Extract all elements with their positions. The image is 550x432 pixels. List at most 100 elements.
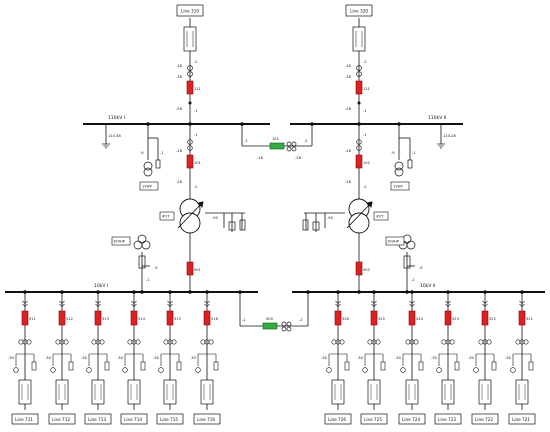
ground-switch-icon <box>362 367 368 373</box>
vt-10-right-e: -1 <box>411 278 415 282</box>
arrester-icon <box>104 361 110 371</box>
feeder-ground-label: -30 <box>357 356 364 360</box>
feeder-cable-box <box>331 379 345 405</box>
feeder-line-label: Line 725 <box>364 417 382 422</box>
vt-10-left-d: -9 <box>154 266 158 270</box>
ct-icon <box>127 339 133 345</box>
disconnect-top-icon <box>95 300 101 307</box>
breaker-501-label: 501 <box>194 268 201 272</box>
transformer-2 <box>346 198 373 234</box>
ct-icon <box>449 339 455 345</box>
t1-e1: -18 <box>176 149 183 153</box>
breaker-102 <box>355 154 363 169</box>
feeder-breaker-label: 526 <box>342 317 350 321</box>
ct-icon <box>367 339 373 345</box>
t2-neutral-gear <box>302 219 320 231</box>
vt-110-left <box>143 159 161 177</box>
feeder-breaker-label: 514 <box>138 317 146 321</box>
feeder-line-label: Line 722 <box>475 417 493 422</box>
ct-icon <box>375 339 381 345</box>
disconnect-top-icon <box>204 300 210 307</box>
t1-hv-ct <box>187 139 193 151</box>
feeder-ground-label: -30 <box>190 356 197 360</box>
ct-icon <box>371 339 377 345</box>
arrester-icon <box>176 361 182 371</box>
feeder-line-box <box>324 413 352 425</box>
ct-icon <box>409 339 415 345</box>
feeder-line-box <box>11 413 39 425</box>
ct-icon <box>335 339 341 345</box>
breaker-502-label: 502 <box>363 268 370 272</box>
feeder-line-box <box>120 413 148 425</box>
feeder-ground-label: -30 <box>395 356 402 360</box>
line-310-e1: -18 <box>176 64 183 68</box>
disconnect-top-icon <box>22 300 28 307</box>
feeder-line-label: Line 724 <box>402 417 420 422</box>
feeder-line-label: Line 721 <box>512 417 530 422</box>
disconnect-top-icon <box>335 300 341 307</box>
vt-110-right-d: -9 <box>391 151 395 155</box>
ground-switch-icon <box>50 367 56 373</box>
ground-icons-110 <box>102 143 445 149</box>
feeder-cable-box <box>127 379 141 405</box>
t2-e1: -18 <box>345 149 352 153</box>
feeder-line-box <box>84 413 112 425</box>
arrester-icon <box>418 361 424 371</box>
feeder-line-box <box>193 413 221 425</box>
wiring <box>24 18 523 410</box>
feeder-line-label: Line 713 <box>88 417 106 422</box>
line-310-box <box>176 4 204 17</box>
ground-switch-icon <box>326 367 332 373</box>
feeder-cable-box <box>367 379 381 405</box>
arrester-icon <box>213 361 219 371</box>
feeder-cable-box <box>163 379 177 405</box>
feeder-breaker-label: 516 <box>211 317 219 321</box>
feeder-breaker-label: 524 <box>416 317 424 321</box>
feeder-ground-label: -30 <box>431 356 438 360</box>
ct-icon <box>413 339 419 345</box>
breaker-101 <box>186 154 194 169</box>
line-320-label: Line 320 <box>350 9 368 14</box>
line-310-ct <box>187 65 193 77</box>
feeder-ground-label: -30 <box>81 356 88 360</box>
bus-tie-110-d1: -1 <box>244 139 248 143</box>
feeder-cable-box <box>405 379 419 405</box>
vt-110-right-e: -1 <box>412 151 416 155</box>
bus-tie-10-d1: -1 <box>242 318 246 322</box>
line-310-e2: -38 <box>176 75 183 79</box>
ct-icon <box>519 339 525 345</box>
vt-110-right-label: 1VHP <box>393 185 403 189</box>
transformer-2-box <box>373 211 389 221</box>
feeder-cable-box <box>478 379 492 405</box>
ct-icon <box>482 339 488 345</box>
line-320-d1: -2 <box>363 60 367 64</box>
ct-icon <box>22 339 28 345</box>
ct-icon <box>523 339 529 345</box>
breaker-121-label: 121 <box>363 87 370 91</box>
ct-icon <box>331 339 337 345</box>
breaker-102-label: 102 <box>363 161 370 165</box>
t1-neutral-gear <box>228 219 246 231</box>
transformer-1 <box>177 198 204 234</box>
ct-icon <box>63 339 69 345</box>
bus-10kv-ii-label: 10kV II <box>420 283 436 289</box>
ct-icon <box>91 339 97 345</box>
feeder-line-label: Line 711 <box>15 417 33 422</box>
feeder-ground-label: -30 <box>321 356 328 360</box>
t1-e2: -28 <box>176 180 183 184</box>
junction-dots <box>23 83 524 294</box>
bus-10kv-i-label: 10kV I <box>94 283 108 289</box>
feeder-cable-box <box>441 379 455 405</box>
arrester-icon <box>140 361 146 371</box>
feeder-line-box <box>434 413 462 425</box>
bus-tie-10-label: 500 <box>266 317 274 321</box>
feeder-breaker <box>21 310 29 326</box>
t1-neutral-label: -90 <box>212 216 219 220</box>
feeder-line-box <box>471 413 499 425</box>
t2-neutral-label: -90 <box>327 216 334 220</box>
